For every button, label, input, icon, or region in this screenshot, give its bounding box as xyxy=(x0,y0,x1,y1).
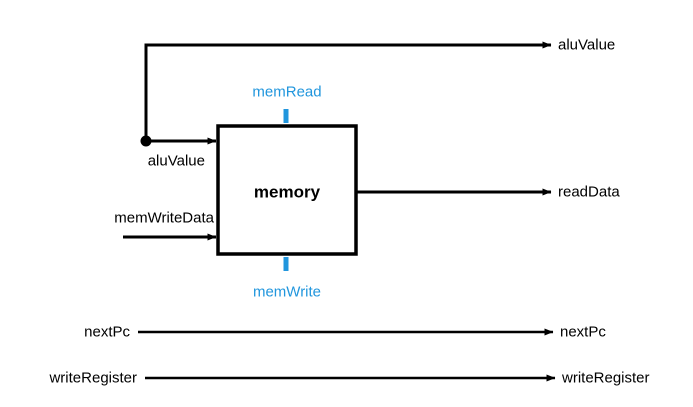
aluValue-output-label: aluValue xyxy=(558,36,616,54)
writeRegister-output-label: writeRegister xyxy=(562,369,650,387)
nextPc-input-label: nextPc xyxy=(84,323,130,341)
nextPc-output-label: nextPc xyxy=(560,323,606,341)
aluValue-input-label: aluValue xyxy=(147,152,205,170)
aluValue-feedback-line xyxy=(144,41,552,141)
memWrite-control-label: memWrite xyxy=(252,283,322,301)
memory-block-label: memory xyxy=(253,182,321,202)
aluValue-feedback-path xyxy=(144,41,552,141)
memWriteData-input-label: memWriteData xyxy=(114,209,214,227)
readData-output-label: readData xyxy=(558,183,620,201)
memory-block-rect xyxy=(216,124,358,256)
aluValue-junction-dot xyxy=(140,135,152,147)
writeRegister-input-label: writeRegister xyxy=(49,369,137,387)
memRead-control-label: memRead xyxy=(252,83,322,101)
